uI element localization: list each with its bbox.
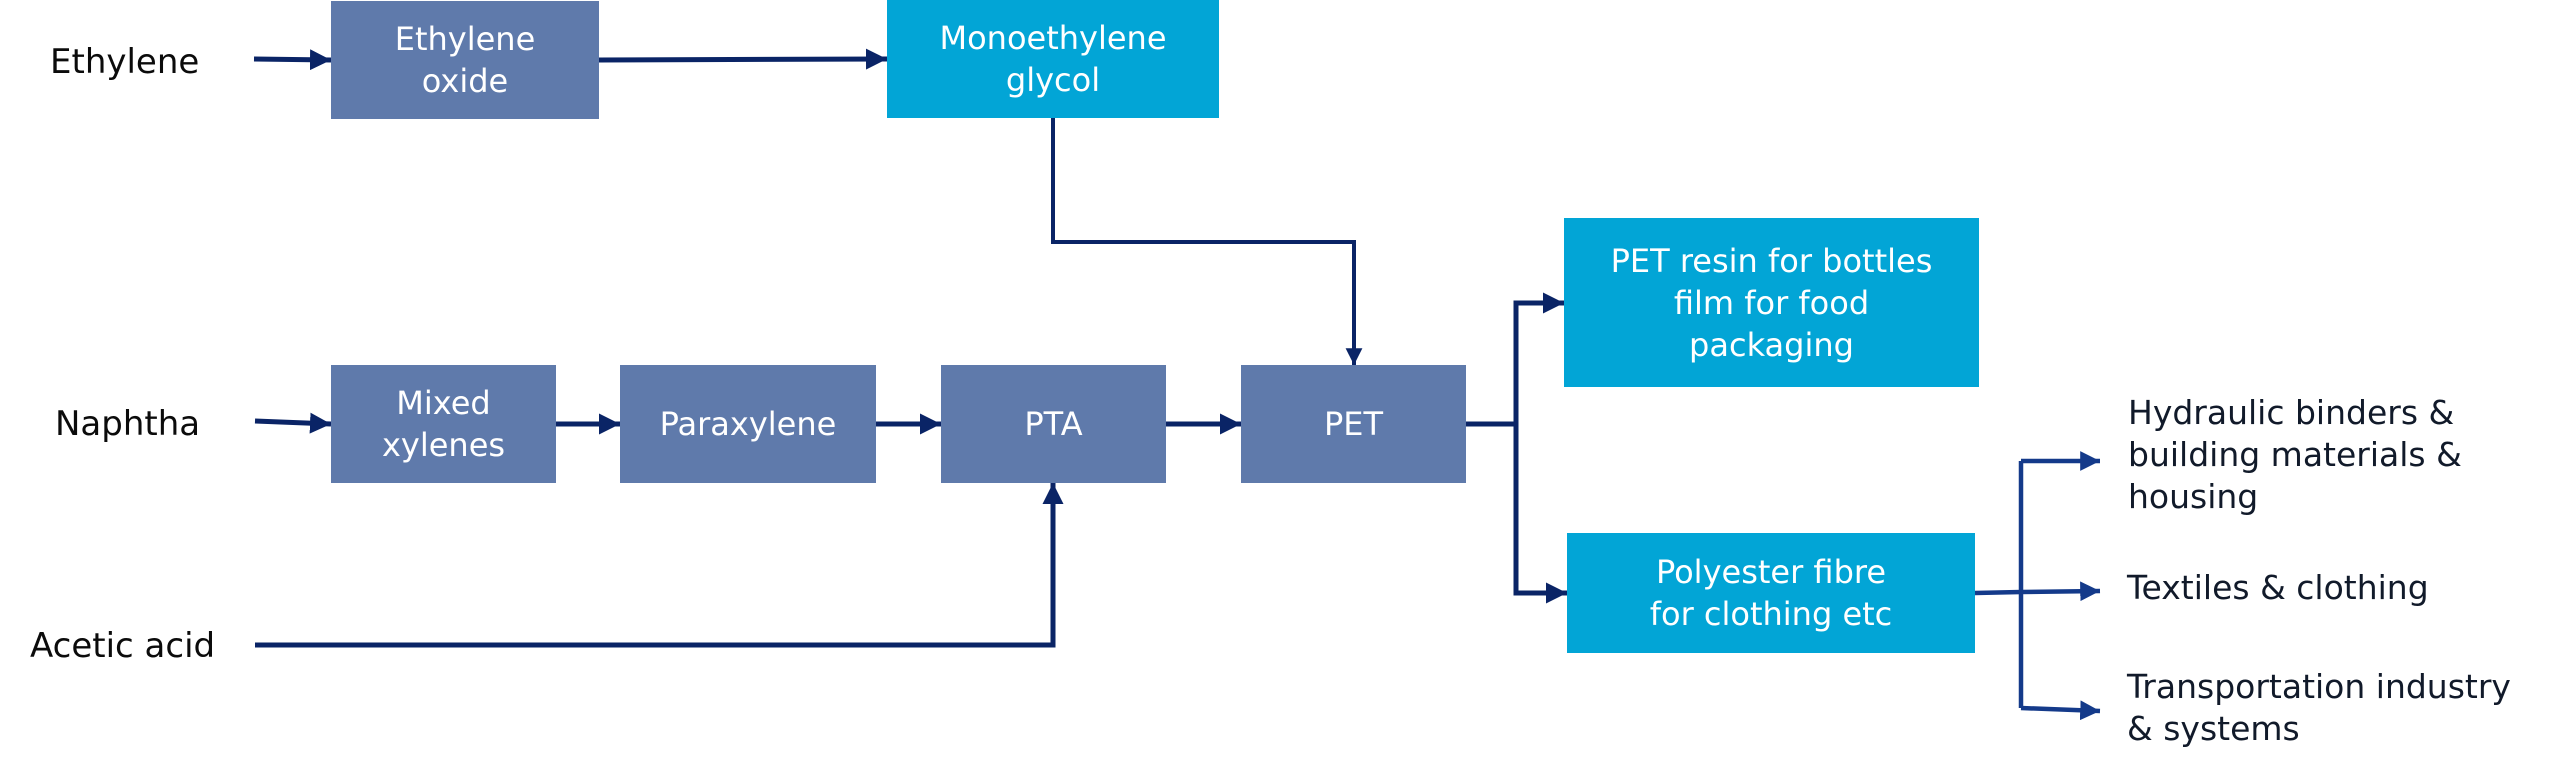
node-pta: PTA <box>941 365 1166 483</box>
arrow-to-textiles <box>2020 581 2101 602</box>
arrow-acetic-acid-to-pta <box>255 483 1064 648</box>
node-paraxylene: Paraxylene <box>620 365 876 483</box>
output-transportation: Transportation industry & systems <box>2127 667 2511 748</box>
arrow-pet-to-pet-resin <box>1513 292 1564 424</box>
arrow-meg-to-pet <box>1051 118 1363 365</box>
output-textiles-clothing: Textiles & clothing <box>2127 568 2429 607</box>
arrow-ethylene-to-ethylene-oxide <box>253 49 332 71</box>
node-polyester-fibre: Polyester fibre for clothing etc <box>1567 533 1975 653</box>
connector-polyester-branch <box>1974 589 2022 596</box>
arrow-ethylene-oxide-to-meg <box>598 48 888 70</box>
output-hydraulic-binders: Hydraulic binders & building materials &… <box>2128 393 2462 516</box>
input-label-ethylene: Ethylene <box>50 42 200 82</box>
arrow-naphtha-to-mixed-xylenes <box>254 412 332 434</box>
node-pet-resin: PET resin for bottles film for food pack… <box>1564 218 1979 387</box>
arrow-pet-to-polyester-fibre <box>1513 424 1567 604</box>
node-mixed-xylenes: Mixed xylenes <box>331 365 556 483</box>
arrow-to-transportation <box>2020 700 2101 721</box>
input-label-acetic-acid: Acetic acid <box>30 626 216 666</box>
input-label-naphtha: Naphtha <box>55 404 201 444</box>
node-pet: PET <box>1241 365 1466 483</box>
node-monoethylene-glycol: Monoethylene glycol <box>887 0 1219 118</box>
node-ethylene-oxide: Ethylene oxide <box>331 1 599 119</box>
